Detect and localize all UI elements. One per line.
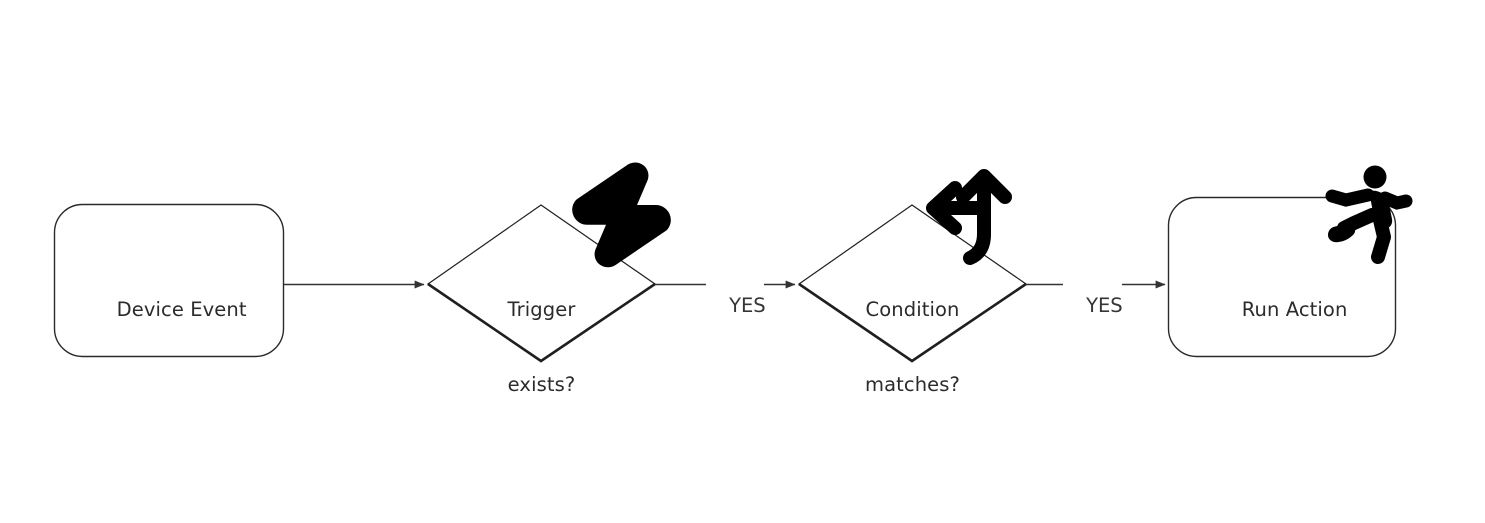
node-condition-matches-heavy-edges [798, 282, 1027, 363]
node-trigger-exists-heavy-edges [427, 282, 656, 363]
node-device-event[interactable] [53, 203, 285, 358]
node-condition-matches[interactable] [797, 204, 1028, 362]
node-trigger-exists[interactable] [426, 204, 657, 362]
node-run-action[interactable] [1167, 196, 1397, 358]
edge-label-condition-yes: YES [1086, 294, 1123, 317]
edge-label-trigger-yes: YES [729, 294, 766, 317]
